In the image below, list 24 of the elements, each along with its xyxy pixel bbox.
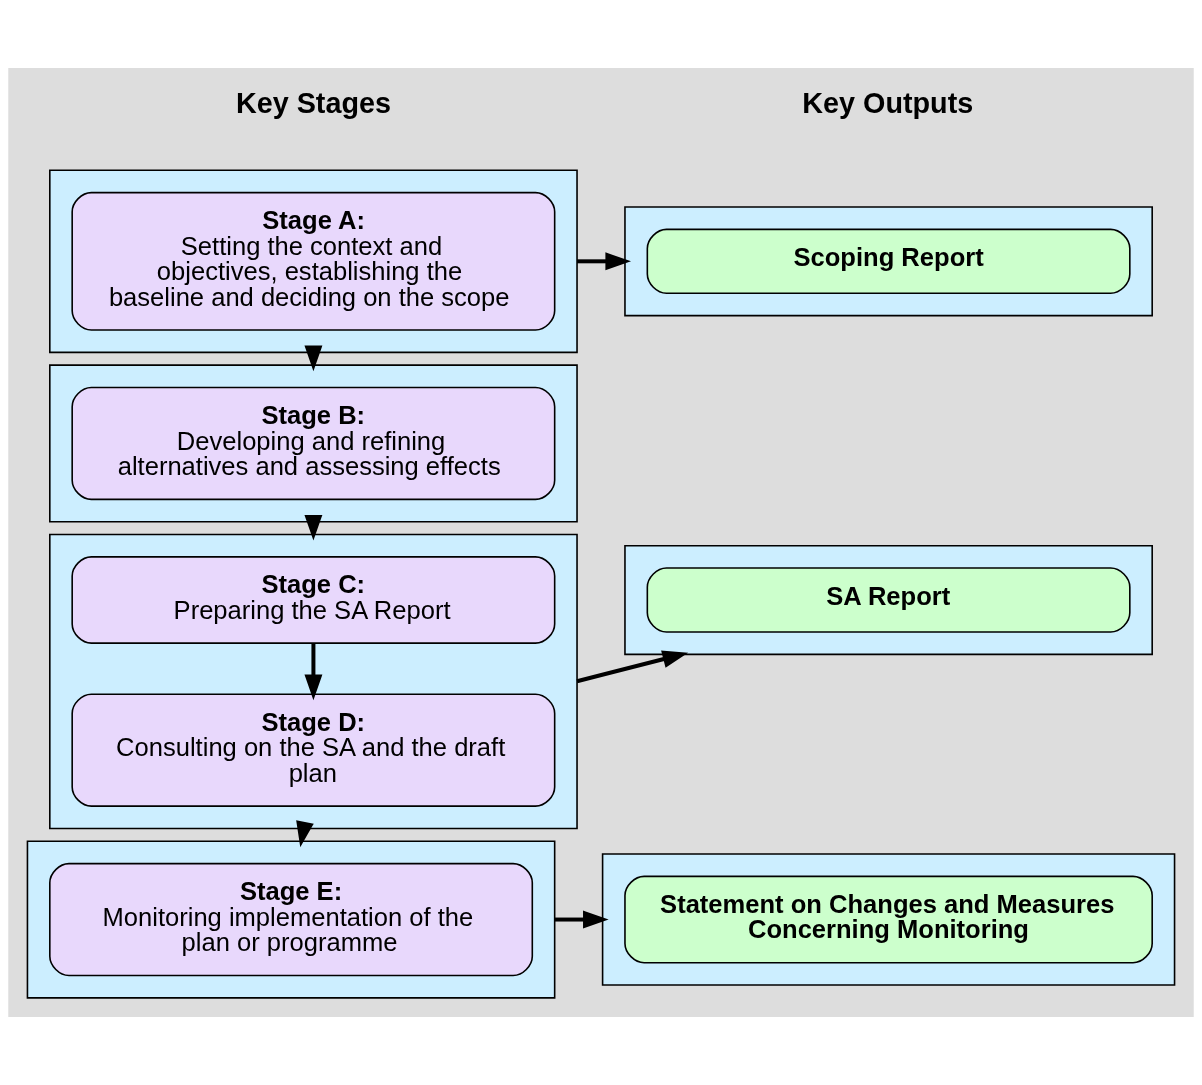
arrow xyxy=(577,252,631,271)
node-box: Statement on Changes and Measures Concerning Monitoring xyxy=(624,875,1153,964)
cluster xyxy=(49,533,578,830)
cluster xyxy=(624,544,1153,656)
arrow xyxy=(304,643,323,701)
label: Key Stages xyxy=(235,87,391,120)
node-box: Stage D: Consulting on the SA and the draft plan xyxy=(71,693,556,807)
node-box: SA Report xyxy=(646,567,1131,633)
cluster xyxy=(49,169,578,354)
arrow xyxy=(304,345,323,372)
node-box: Stage E: Monitoring implementation of the plan or programme xyxy=(49,862,534,977)
arrow xyxy=(554,910,609,929)
node-box: Scoping Report xyxy=(646,228,1131,295)
arrow xyxy=(304,514,323,541)
node-box: Stage A: Setting the context and objectives, establishing the baseline and deciding on the scope xyxy=(71,191,556,331)
node-box: Stage C: Preparing the SA Report xyxy=(71,556,556,644)
cluster xyxy=(26,840,556,999)
label: Key Outputs xyxy=(802,87,974,120)
cluster xyxy=(49,364,578,523)
cluster xyxy=(601,853,1176,986)
cluster xyxy=(624,206,1153,317)
arrow xyxy=(576,650,689,684)
node-box: Stage B: Developing and refining alternatives and assessing effects xyxy=(71,386,556,501)
arrow xyxy=(296,820,314,848)
